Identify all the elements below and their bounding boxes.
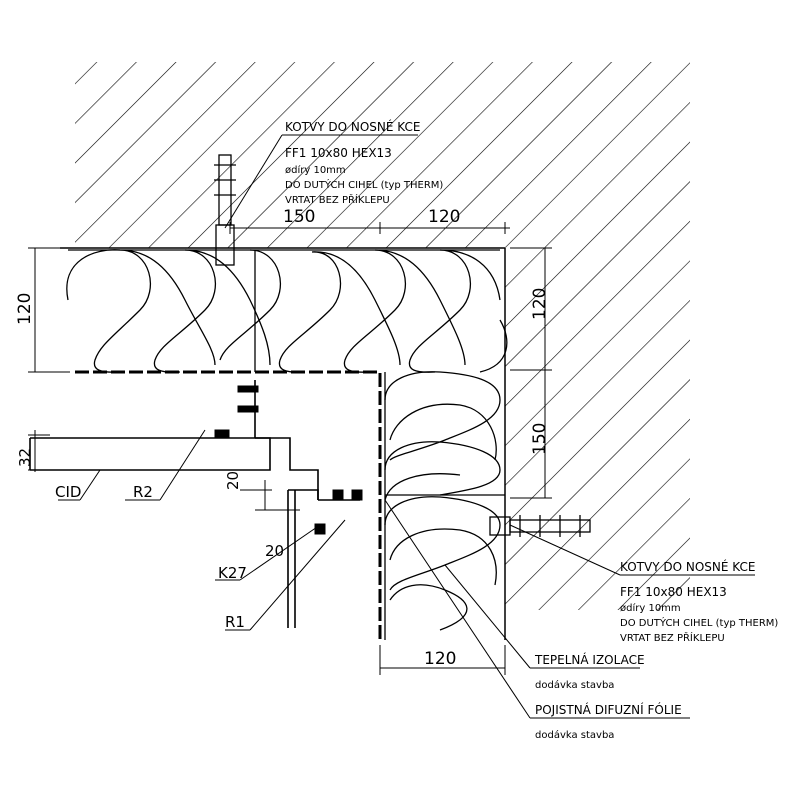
dim-left-120: 120 bbox=[15, 293, 35, 325]
callout-top-title: KOTVY DO NOSNÉ KCE bbox=[285, 119, 420, 134]
callout-top: KOTVY DO NOSNÉ KCE FF1 10x80 HEX13 ødíry… bbox=[285, 119, 443, 206]
anchor-right bbox=[489, 515, 591, 537]
dim-left-32: 32 bbox=[16, 448, 34, 467]
callout-top-line2: ødíry 10mm bbox=[285, 164, 346, 176]
insulation-top bbox=[66, 249, 508, 373]
foil-label: POJISTNÁ DIFUZNÍ FÓLIE dodávka stavba bbox=[535, 702, 682, 741]
dim-bottom-120: 120 bbox=[424, 649, 456, 669]
label-k27: K27 bbox=[218, 564, 247, 582]
masonry-wall bbox=[60, 62, 690, 640]
callout-top-line4: VRTAT BEZ PŘÍKLEPU bbox=[285, 193, 390, 206]
foil-label-title: POJISTNÁ DIFUZNÍ FÓLIE bbox=[535, 702, 682, 717]
callout-right-line1: FF1 10x80 HEX13 bbox=[620, 585, 727, 599]
label-cid: CID bbox=[55, 483, 81, 501]
leader-lines bbox=[58, 134, 755, 719]
profile-labels: CID R2 K27 R1 bbox=[55, 483, 247, 631]
callout-right-line4: VRTAT BEZ PŘÍKLEPU bbox=[620, 631, 725, 644]
diffusion-foil bbox=[75, 370, 382, 640]
callout-right-line2: ødíry 10mm bbox=[620, 602, 681, 614]
dimension-lines bbox=[28, 222, 552, 675]
anchor-top bbox=[214, 154, 236, 266]
dim-right-150: 150 bbox=[530, 423, 550, 455]
callout-right-line3: DO DUTÝCH CIHEL (typ THERM) bbox=[620, 616, 778, 629]
callout-right: KOTVY DO NOSNÉ KCE FF1 10x80 HEX13 ødíry… bbox=[620, 559, 778, 644]
callout-right-title: KOTVY DO NOSNÉ KCE bbox=[620, 559, 755, 574]
callout-top-line3: DO DUTÝCH CIHEL (typ THERM) bbox=[285, 178, 443, 191]
dim-gap-20-b: 20 bbox=[265, 542, 284, 560]
insulation-right bbox=[384, 371, 505, 640]
dim-top-120: 120 bbox=[428, 207, 460, 227]
dim-right-120: 120 bbox=[530, 288, 550, 320]
dim-gap-20-a: 20 bbox=[224, 471, 242, 490]
insulation-label-title: TEPELNÁ IZOLACE bbox=[534, 652, 645, 667]
metal-profiles bbox=[29, 380, 360, 628]
foil-label-subtitle: dodávka stavba bbox=[535, 729, 614, 741]
dimension-texts: 150 120 120 120 150 32 20 20 120 bbox=[15, 207, 550, 669]
insulation-label: TEPELNÁ IZOLACE dodávka stavba bbox=[534, 652, 645, 691]
insulation-label-subtitle: dodávka stavba bbox=[535, 679, 614, 691]
label-r1: R1 bbox=[225, 613, 245, 631]
dim-top-150: 150 bbox=[283, 207, 315, 227]
callout-top-line1: FF1 10x80 HEX13 bbox=[285, 146, 392, 160]
screws bbox=[214, 385, 363, 535]
label-r2: R2 bbox=[133, 483, 153, 501]
